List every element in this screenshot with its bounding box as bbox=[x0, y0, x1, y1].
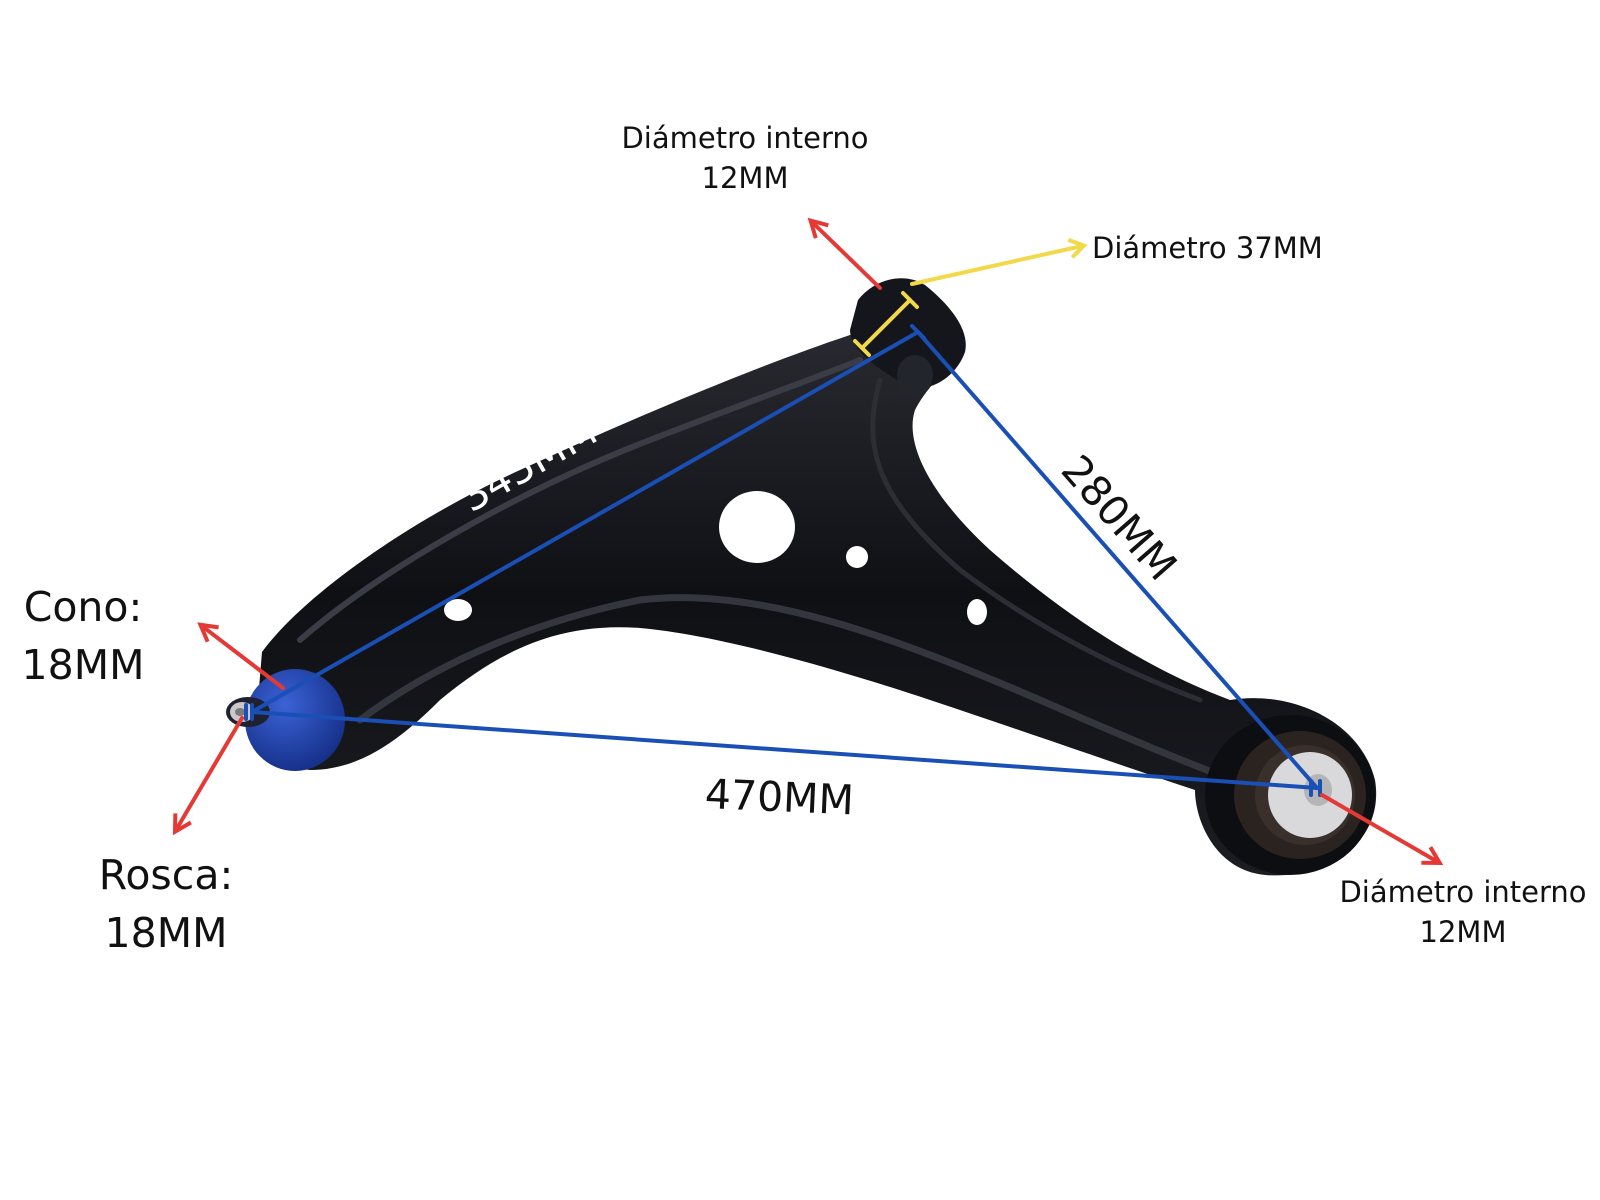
arrow-rear-bushing-inner bbox=[1320, 793, 1438, 862]
label-thread-line1: Rosca: bbox=[98, 851, 234, 899]
arrow-top-bushing-inner bbox=[812, 222, 882, 290]
arm-left-hole bbox=[444, 599, 472, 621]
label-top-bushing-inner: Diámetro interno 12MM bbox=[600, 118, 890, 198]
label-top-bushing-outer: Diámetro 37MM bbox=[1092, 231, 1323, 265]
dimension-endcap-front bbox=[910, 324, 926, 340]
label-cone: Cono: 18MM bbox=[8, 578, 158, 694]
arm-silhouette bbox=[258, 310, 1377, 876]
dimension-label-470: 470MM bbox=[703, 770, 855, 825]
arrow-thread bbox=[176, 716, 244, 830]
label-top-bushing-inner-line2: 12MM bbox=[701, 161, 789, 195]
arm-inner-rib bbox=[870, 377, 1203, 703]
label-top-bushing-inner-line1: Diámetro interno bbox=[621, 121, 869, 155]
dimension-line-280 bbox=[916, 330, 1319, 790]
label-thread-line2: 18MM bbox=[104, 909, 228, 957]
ball-joint bbox=[226, 669, 345, 771]
control-arm-body bbox=[226, 278, 1377, 876]
dimension-lines bbox=[244, 324, 1322, 797]
arm-large-hole bbox=[719, 491, 795, 563]
label-rear-bushing-inner-line1: Diámetro interno bbox=[1339, 875, 1587, 909]
arm-upper-rib bbox=[297, 357, 863, 643]
dimension-line-345 bbox=[250, 330, 920, 714]
rear-bushing bbox=[1205, 715, 1375, 875]
label-rear-bushing-inner-line2: 12MM bbox=[1419, 915, 1507, 949]
diameter-marker-bar bbox=[860, 298, 912, 350]
label-cone-line1: Cono: bbox=[23, 583, 143, 631]
label-rear-bushing-inner: Diámetro interno 12MM bbox=[1318, 872, 1600, 952]
diameter-marker bbox=[853, 237, 1088, 357]
dimension-endcap-rear bbox=[1309, 779, 1322, 797]
dimension-line-470 bbox=[250, 710, 1319, 790]
pointer-arrows bbox=[176, 222, 1438, 862]
label-cone-line2: 18MM bbox=[21, 641, 145, 689]
arm-small-hole bbox=[846, 546, 868, 568]
arm-lower-rib bbox=[356, 594, 1224, 779]
diameter-pointer-arrow bbox=[910, 237, 1088, 286]
front-bushing bbox=[850, 278, 966, 395]
arm-oval-hole bbox=[967, 599, 987, 625]
dimension-endcap-ball bbox=[244, 703, 254, 721]
label-thread: Rosca: 18MM bbox=[86, 846, 246, 962]
arrow-cone bbox=[202, 626, 285, 690]
ball-joint-boot bbox=[245, 669, 345, 771]
